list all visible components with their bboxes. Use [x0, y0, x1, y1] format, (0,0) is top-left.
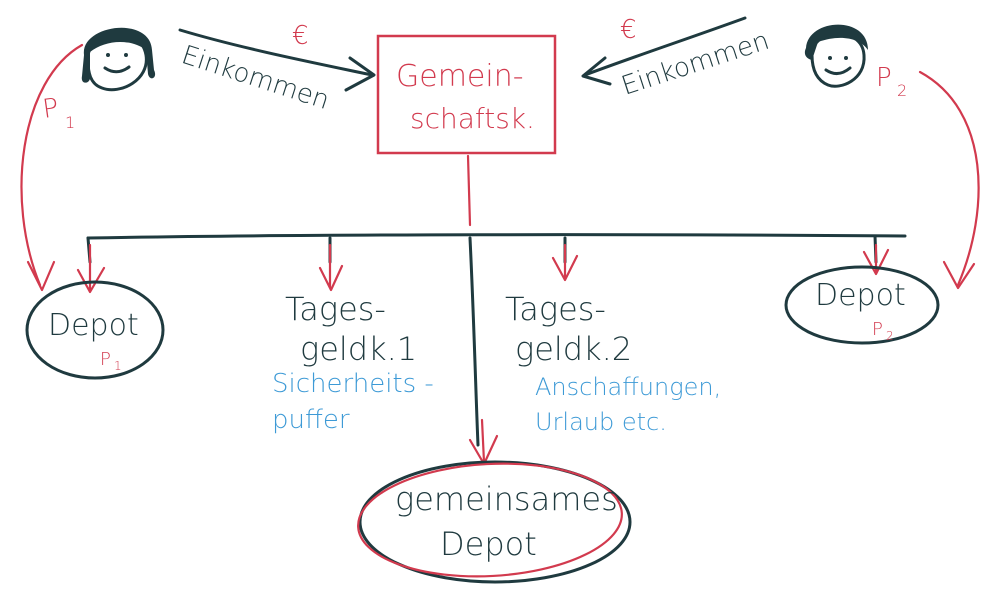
- p1-to-depot-arrowhead: [26, 260, 56, 292]
- depot-p1-label: Depot: [48, 308, 139, 343]
- person-2-label: P: [876, 63, 892, 93]
- distribution-drops: [86, 234, 878, 264]
- depot-p2-owner: P: [872, 319, 883, 340]
- savings-account-1-line2: geldk.1: [300, 330, 417, 368]
- joint-depot-ellipse: [358, 460, 632, 584]
- income-right-arrow: [581, 16, 747, 86]
- joint-account-line2: schaftsk.: [410, 102, 535, 135]
- joint-depot-line1: gemeinsames: [395, 480, 618, 518]
- person-1-avatar: [81, 27, 156, 92]
- savings-account-1-line1: Tages-: [285, 290, 386, 328]
- joint-account-line1: Gemein-: [396, 59, 524, 94]
- joint-depot-line2: Depot: [440, 525, 537, 563]
- person-2-avatar: [804, 24, 868, 88]
- savings-account-2-note1: Anschaffungen,: [535, 373, 721, 401]
- income-left-currency: €: [292, 21, 309, 51]
- person-2-label-sub: 2: [897, 81, 907, 100]
- joint-depot-arrow: [468, 418, 499, 466]
- p1-to-depot-curve: [20, 43, 84, 287]
- distribution-bar: [86, 233, 907, 240]
- depot-p1-ellipse: [25, 280, 165, 380]
- savings-account-2-note2: Urlaub etc.: [535, 408, 667, 436]
- joint-account-outflow-line: [466, 154, 472, 227]
- income-left-arrow: [178, 28, 376, 92]
- joint-account-box: [376, 34, 557, 155]
- joint-depot-highlight: [357, 462, 623, 578]
- joint-depot-line: [468, 236, 480, 447]
- distribution-arrows: [76, 243, 890, 294]
- savings-account-2-line1: Tages-: [505, 290, 606, 328]
- depot-p2-label: Depot: [815, 278, 906, 313]
- p2-to-depot-arrowhead: [942, 260, 976, 290]
- savings-account-1-note1: Sicherheits -: [272, 369, 434, 399]
- depot-p1-owner-sub: 1: [114, 359, 122, 373]
- savings-account-1-note2: puffer: [272, 405, 350, 435]
- depot-p2-ellipse: [784, 265, 940, 345]
- income-right-currency: €: [620, 15, 637, 45]
- p2-to-depot-curve: [918, 70, 980, 287]
- person-1-label: P: [41, 93, 61, 125]
- depot-p1-owner: P: [100, 349, 111, 370]
- savings-account-2-line2: geldk.2: [515, 330, 632, 368]
- income-left-label: Einkommen: [178, 40, 333, 116]
- depot-p2-owner-sub: 2: [886, 329, 894, 343]
- person-1-label-sub: 1: [65, 113, 75, 132]
